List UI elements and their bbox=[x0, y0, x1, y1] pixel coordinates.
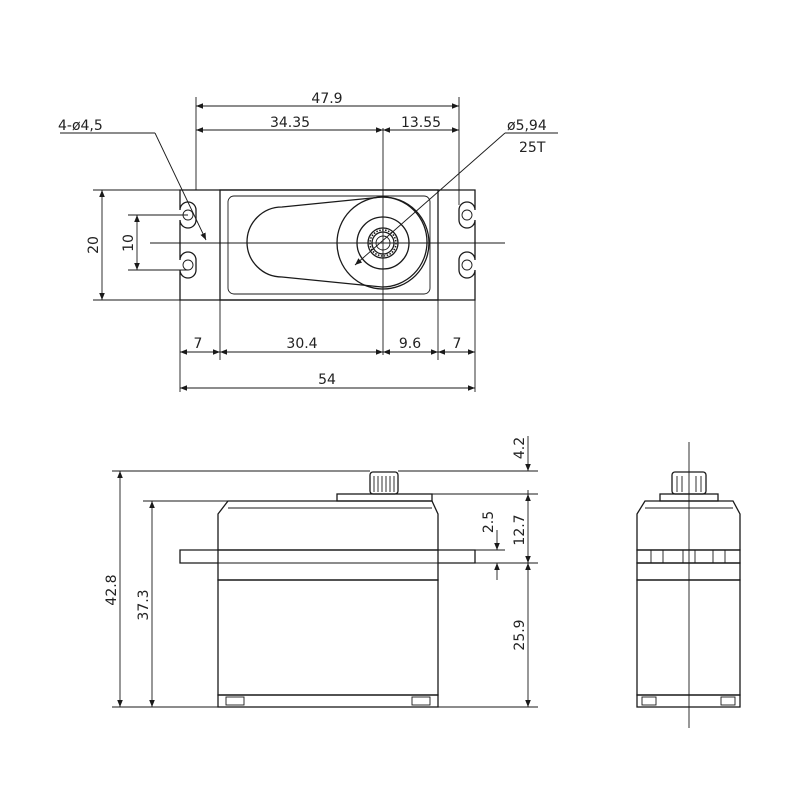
dim-spline-height: 4.2 bbox=[512, 437, 528, 459]
dim-case-height: 37.3 bbox=[136, 589, 152, 620]
side-lower-case bbox=[636, 579, 741, 696]
side-bottom-feet bbox=[636, 694, 741, 708]
dim-left-to-shaft: 34.35 bbox=[270, 115, 310, 131]
dim-height-20: 20 bbox=[86, 236, 102, 254]
dim-spline-teeth: 25T bbox=[519, 140, 546, 156]
mount-hole-tr bbox=[461, 209, 473, 221]
dim-total-54: 54 bbox=[318, 372, 336, 388]
dim-flange-left-7: 7 bbox=[194, 336, 203, 352]
front-middle-case bbox=[217, 549, 439, 581]
dim-body-30-4: 30.4 bbox=[286, 336, 317, 352]
side-middle bbox=[636, 562, 741, 581]
front-mounting-ears bbox=[179, 549, 476, 564]
front-view: 42.8 37.3 4.2 12.7 2.5 25.9 bbox=[104, 436, 538, 708]
top-body-inner bbox=[227, 195, 431, 295]
dim-total-height: 42.8 bbox=[104, 574, 120, 605]
dim-shaft-9-6: 9.6 bbox=[399, 336, 421, 352]
dim-hole-spec: 4-ø4,5 bbox=[58, 118, 103, 134]
top-cover-teardrop bbox=[246, 196, 428, 288]
dim-upper-case: 12.7 bbox=[512, 514, 528, 545]
front-lower-case bbox=[217, 579, 439, 696]
dim-lower-case: 25.9 bbox=[512, 619, 528, 650]
dim-shaft-to-right: 13.55 bbox=[401, 115, 441, 131]
dim-flange-right-7: 7 bbox=[453, 336, 462, 352]
top-body-outline bbox=[219, 189, 439, 301]
mount-hole-br bbox=[461, 259, 473, 271]
dim-ear-thickness: 2.5 bbox=[481, 511, 497, 533]
top-flange-outline bbox=[179, 189, 476, 301]
dim-overall-width: 47.9 bbox=[311, 91, 342, 107]
front-top-cap bbox=[336, 493, 433, 502]
dim-spline-diameter: ø5,94 bbox=[507, 118, 547, 134]
side-ear-band bbox=[636, 549, 741, 564]
side-view bbox=[636, 442, 741, 728]
front-bottom-feet bbox=[217, 694, 439, 708]
top-view: 47.9 34.35 13.55 4-ø4,5 ø5,94 25T 20 10 bbox=[58, 91, 558, 392]
dim-hole-spacing-10: 10 bbox=[121, 234, 137, 252]
mount-hole-bl bbox=[182, 259, 194, 271]
